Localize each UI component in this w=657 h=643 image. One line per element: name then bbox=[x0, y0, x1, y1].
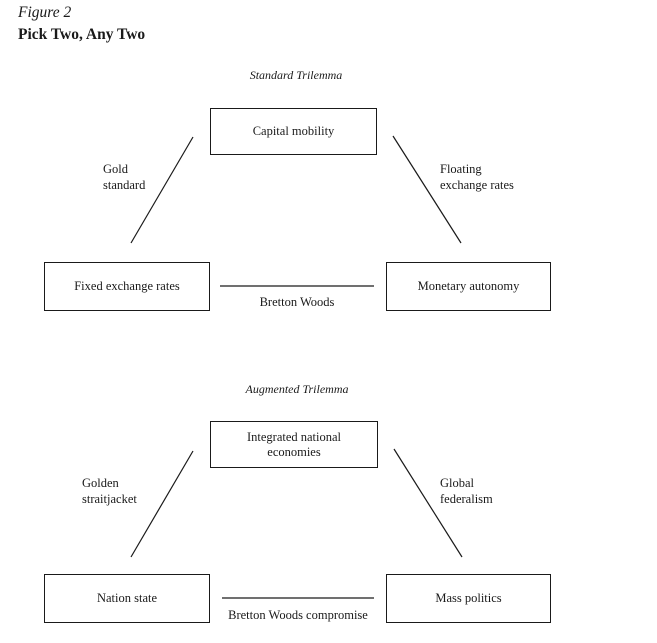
standard-left-node-label: Fixed exchange rates bbox=[74, 279, 180, 293]
augmented-top-node-line-1: Integrated national bbox=[246, 429, 342, 444]
standard-left-node: Fixed exchange rates bbox=[44, 262, 210, 311]
standard-right-connector bbox=[392, 135, 462, 244]
augmented-right-edge-label: Global federalism bbox=[440, 475, 493, 507]
augmented-right-edge-line-2: federalism bbox=[440, 492, 493, 506]
augmented-top-node-line-2: economies bbox=[267, 444, 321, 459]
figure-label: Figure 2 bbox=[18, 4, 72, 21]
augmented-right-connector bbox=[393, 448, 463, 558]
augmented-trilemma-title: Augmented Trilemma bbox=[245, 382, 349, 396]
standard-top-node-label: Capital mobility bbox=[252, 124, 335, 138]
augmented-left-node-label: Nation state bbox=[96, 591, 158, 605]
figure-title: Pick Two, Any Two bbox=[18, 26, 146, 43]
augmented-right-node-label: Mass politics bbox=[435, 591, 502, 605]
augmented-left-edge-line-1: Golden bbox=[82, 476, 119, 490]
standard-bottom-edge-label: Bretton Woods bbox=[259, 295, 335, 309]
standard-left-edge-label: Gold standard bbox=[103, 161, 145, 193]
standard-right-edge-line-2: exchange rates bbox=[440, 178, 514, 192]
augmented-left-connector bbox=[130, 450, 194, 558]
augmented-right-edge-line-1: Global bbox=[440, 476, 475, 490]
standard-right-edge-label: Floating exchange rates bbox=[440, 161, 514, 193]
augmented-left-edge-label: Golden straitjacket bbox=[82, 475, 137, 507]
augmented-right-node: Mass politics bbox=[386, 574, 551, 623]
augmented-top-node: Integrated national economies bbox=[210, 421, 378, 468]
standard-left-connector bbox=[130, 136, 194, 244]
standard-left-edge-line-1: Gold bbox=[103, 162, 128, 176]
augmented-left-node: Nation state bbox=[44, 574, 210, 623]
standard-top-node: Capital mobility bbox=[210, 108, 377, 155]
standard-right-node-label: Monetary autonomy bbox=[417, 279, 520, 293]
standard-trilemma-title: Standard Trilemma bbox=[249, 68, 343, 82]
augmented-left-edge-line-2: straitjacket bbox=[82, 492, 137, 506]
standard-right-node: Monetary autonomy bbox=[386, 262, 551, 311]
standard-right-edge-line-1: Floating bbox=[440, 162, 482, 176]
augmented-bottom-edge-label: Bretton Woods compromise bbox=[228, 608, 368, 622]
standard-left-edge-line-2: standard bbox=[103, 178, 146, 192]
